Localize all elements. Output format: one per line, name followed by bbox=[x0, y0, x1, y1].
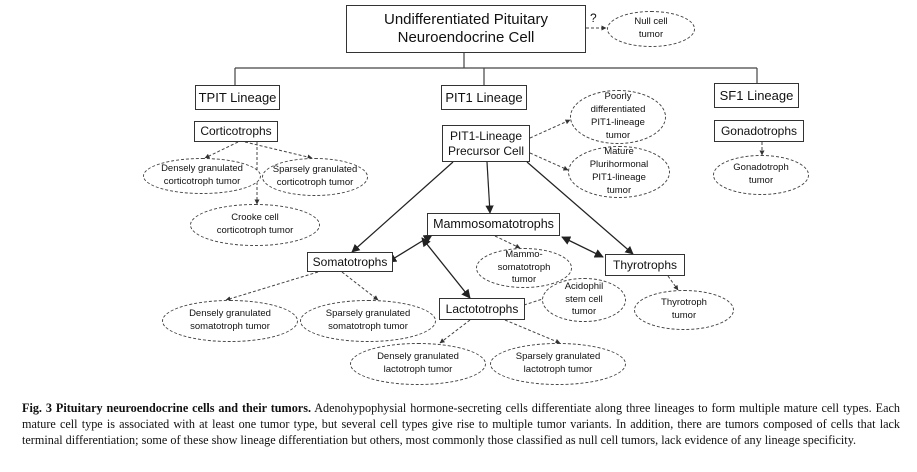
arrow-cortico-dense bbox=[204, 141, 239, 159]
pit1-precursor-box: PIT1-Lineage Precursor Cell bbox=[442, 125, 530, 162]
thyrotrophs-box: Thyrotrophs bbox=[605, 254, 685, 276]
arrow-mammo-tumor bbox=[494, 235, 521, 249]
arrow-precursor-poorly bbox=[529, 119, 571, 139]
pituitary-lineage-diagram: Undifferentiated Pituitary Neuroendocrin… bbox=[143, 5, 809, 385]
arrow-mammo-lacto bbox=[421, 237, 471, 299]
mammosomatotrophs-box: Mammosomatotrophs bbox=[427, 213, 560, 236]
figure-caption: Fig. 3 Pituitary neuroendocrine cells an… bbox=[22, 400, 900, 448]
arrow-precursor-mammo bbox=[485, 161, 494, 214]
sparse-somatotroph-tumor-oval: Sparsely granulated somatotroph tumor bbox=[300, 300, 436, 342]
arrow-somato-mammo bbox=[387, 234, 433, 263]
caption-body: Adenohypophysial hormone-secreting cells… bbox=[22, 401, 900, 447]
arrow-somato-dense bbox=[225, 271, 319, 302]
somatotrophs-box: Somatotrophs bbox=[307, 252, 393, 272]
root-cell-box: Undifferentiated Pituitary Neuroendocrin… bbox=[346, 5, 586, 53]
corticotrophs-box: Corticotrophs bbox=[194, 121, 278, 142]
poorly-differentiated-tumor-oval: Poorly differentiated PIT1-lineage tumor bbox=[570, 90, 666, 144]
acidophil-stem-cell-tumor-oval: Acidophil stem cell tumor bbox=[542, 278, 626, 322]
crooke-corticotroph-tumor-oval: Crooke cell corticotroph tumor bbox=[190, 204, 320, 246]
mature-plurihormonal-tumor-oval: Mature Plurihormonal PIT1-lineage tumor bbox=[568, 146, 670, 198]
arrow-precursor-mature bbox=[529, 152, 569, 171]
sparse-lactotroph-tumor-oval: Sparsely granulated lactotroph tumor bbox=[490, 343, 626, 385]
sf1-lineage-box: SF1 Lineage bbox=[714, 83, 799, 108]
dense-lactotroph-tumor-oval: Densely granulated lactotroph tumor bbox=[350, 343, 486, 385]
connector-lines bbox=[204, 25, 765, 344]
lactotrophs-box: Lactototrophs bbox=[439, 298, 525, 320]
sparse-corticotroph-tumor-oval: Sparsely granulated corticotroph tumor bbox=[262, 158, 368, 196]
null-cell-tumor-oval: Null cell tumor bbox=[607, 11, 695, 47]
dense-corticotroph-tumor-oval: Densely granulated corticotroph tumor bbox=[143, 158, 261, 194]
arrow-lacto-dense bbox=[439, 319, 471, 344]
question-mark: ? bbox=[590, 11, 597, 25]
gonadotroph-tumor-oval: Gonadotroph tumor bbox=[713, 155, 809, 195]
arrow-thyro-tumor bbox=[667, 275, 679, 291]
caption-lead: Fig. 3 Pituitary neuroendocrine cells an… bbox=[22, 401, 311, 415]
arrow-somato-sparse bbox=[341, 271, 379, 301]
arrow-cortico-sparse bbox=[244, 141, 313, 160]
mammosomatotroph-tumor-oval: Mammo- somatotroph tumor bbox=[476, 248, 572, 288]
arrow-lacto-sparse bbox=[504, 319, 561, 344]
dense-somatotroph-tumor-oval: Densely granulated somatotroph tumor bbox=[162, 300, 298, 342]
gonadotrophs-box: Gonadotrophs bbox=[714, 120, 804, 142]
pit1-lineage-box: PIT1 Lineage bbox=[441, 85, 527, 110]
thyrotroph-tumor-oval: Thyrotroph tumor bbox=[634, 290, 734, 330]
arrow-mammo-thyro bbox=[561, 236, 604, 258]
arrow-precursor-thyro bbox=[526, 161, 634, 255]
arrow-precursor-somato bbox=[351, 161, 454, 253]
tpit-lineage-box: TPIT Lineage bbox=[195, 85, 280, 110]
